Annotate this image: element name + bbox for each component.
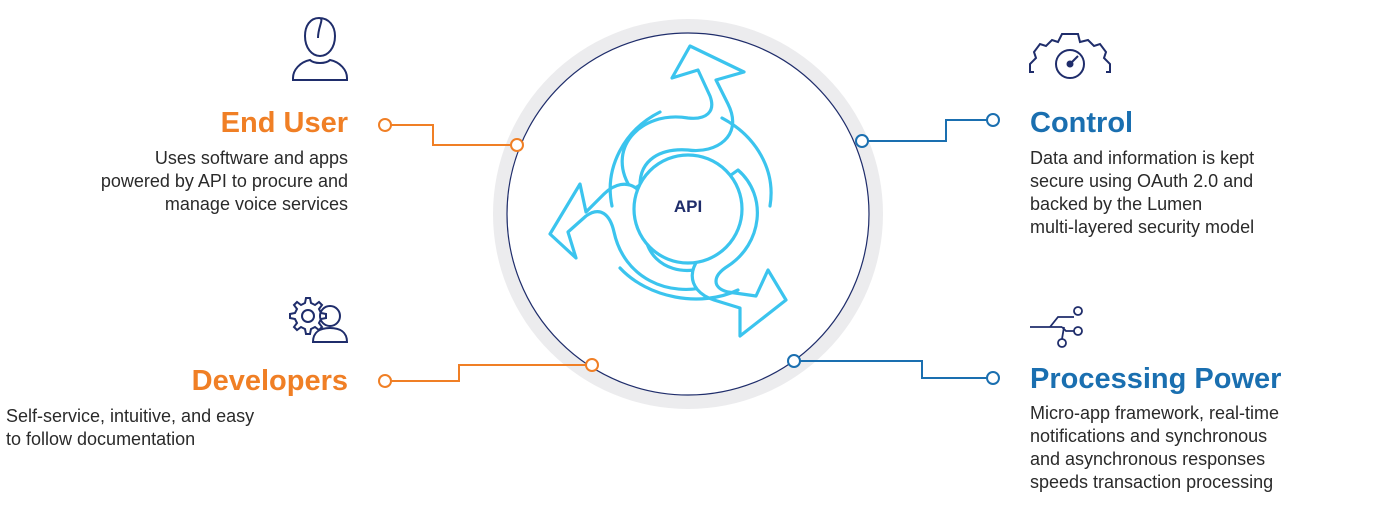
gauge-gear-icon (1029, 33, 1111, 79)
control-desc-line: backed by the Lumen (1030, 194, 1203, 214)
arrow-top (620, 44, 746, 192)
control-desc-line: multi-layered security model (1030, 217, 1255, 237)
control-desc-line: Data and information is kept (1030, 148, 1255, 168)
gear-user-icon (289, 297, 349, 343)
end-user-description: Uses software and apps powered by API to… (0, 147, 348, 216)
processing-power-desc-line: notifications and synchronous (1030, 426, 1268, 446)
developers-title: Developers (191, 365, 348, 397)
control-desc-line: secure using OAuth 2.0 and (1030, 171, 1254, 191)
end-user-desc-line: Uses software and apps (154, 148, 348, 168)
circuit-nodes-icon (1030, 306, 1083, 348)
end-user-connector (378, 118, 524, 152)
api-swirl-ribbons (608, 110, 773, 301)
control-connector (855, 113, 1000, 148)
end-user-desc-line: powered by API to procure and (100, 171, 348, 191)
end-user-desc-line: manage voice services (164, 194, 348, 214)
api-cycle-arrows (548, 44, 788, 338)
api-hub (632, 153, 744, 265)
api-label: API (673, 197, 703, 216)
processing-power-desc-line: Micro-app framework, real-time (1030, 403, 1280, 423)
developers-desc-line: to follow documentation (6, 429, 196, 449)
developers-description: Self-service, intuitive, and easy to fol… (6, 405, 346, 451)
end-user-title: End User (220, 107, 348, 139)
developers-desc-line: Self-service, intuitive, and easy (6, 406, 255, 426)
control-description: Data and information is kept secure usin… (1030, 147, 1370, 239)
processing-power-title: Processing Power (1030, 363, 1282, 395)
developers-connector (378, 358, 599, 388)
control-title: Control (1030, 107, 1134, 139)
user-icon (292, 16, 348, 81)
processing-power-desc-line: and asynchronous responses (1030, 449, 1266, 469)
processing-power-desc-line: speeds transaction processing (1030, 472, 1274, 492)
processing-power-description: Micro-app framework, real-time notificat… (1030, 402, 1375, 494)
processing-connector (787, 354, 1000, 385)
